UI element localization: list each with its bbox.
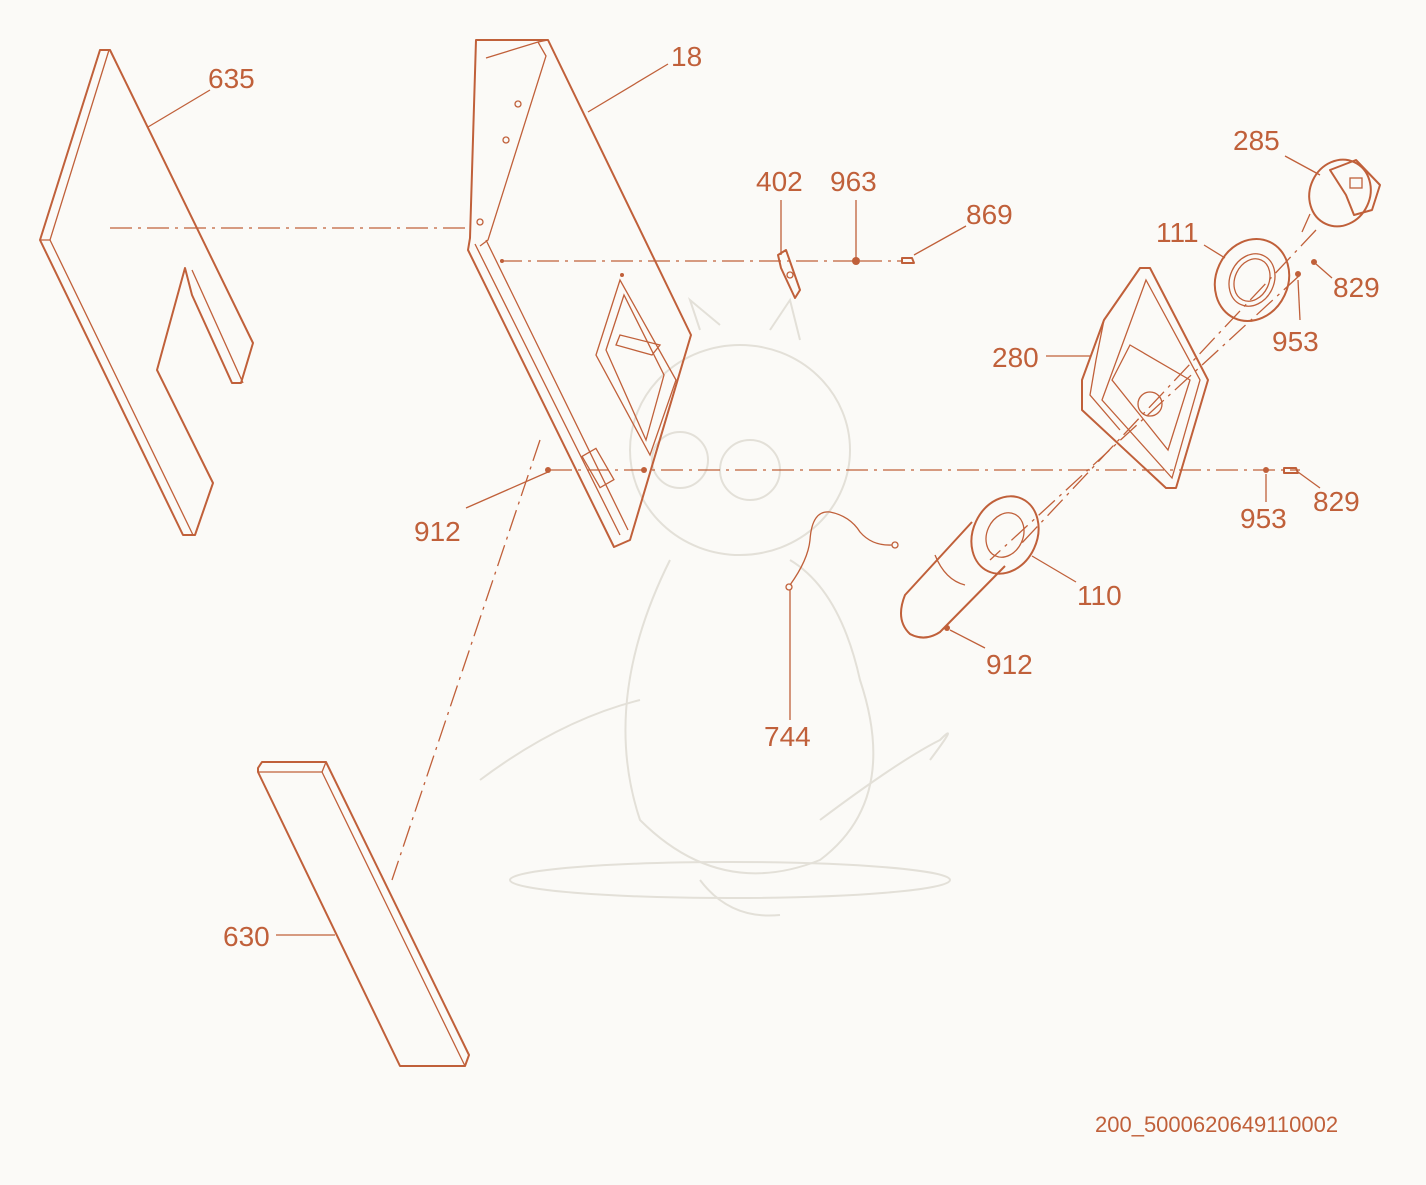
leader-lines: [147, 63, 1333, 936]
part-744-cable: [785, 511, 899, 591]
callout-402: 402: [756, 166, 803, 197]
fastener-dots: [500, 259, 1317, 631]
part-18-frame: [467, 39, 692, 548]
callout-953-top: 953: [1272, 326, 1319, 357]
part-869-screw: [901, 257, 915, 264]
callout-912-left: 912: [414, 516, 461, 547]
part-402-bracket: [777, 249, 801, 299]
part-635-panel: [39, 49, 254, 536]
callout-829-top: 829: [1333, 272, 1380, 303]
part-963-nut: [852, 257, 860, 265]
callout-953-bottom: 953: [1240, 503, 1287, 534]
callout-labels: 635 18 402 963 869 285 111 829 953 280 9…: [208, 41, 1380, 952]
callout-744: 744: [764, 721, 811, 752]
part-280-hood: [1081, 267, 1209, 489]
callout-111: 111: [1156, 217, 1199, 248]
part-111-ring-flange: [1213, 238, 1291, 322]
callout-285: 285: [1233, 125, 1280, 156]
assembly-axes: [110, 227, 1317, 881]
part-110-pipe: [900, 495, 1040, 639]
callout-912-right: 912: [986, 649, 1033, 680]
callout-280: 280: [992, 342, 1039, 373]
callout-869: 869: [966, 199, 1013, 230]
watermark-dragon: [479, 296, 951, 917]
callout-110: 110: [1077, 580, 1122, 611]
part-630-bar: [257, 761, 470, 1067]
callout-630: 630: [223, 921, 270, 952]
part-285-round-unit: [1301, 158, 1381, 233]
callout-963: 963: [830, 166, 877, 197]
callout-635: 635: [208, 63, 255, 94]
callout-829-bottom: 829: [1313, 486, 1360, 517]
callout-18: 18: [671, 41, 702, 72]
document-code: 200_5000620649110002: [1095, 1112, 1339, 1137]
